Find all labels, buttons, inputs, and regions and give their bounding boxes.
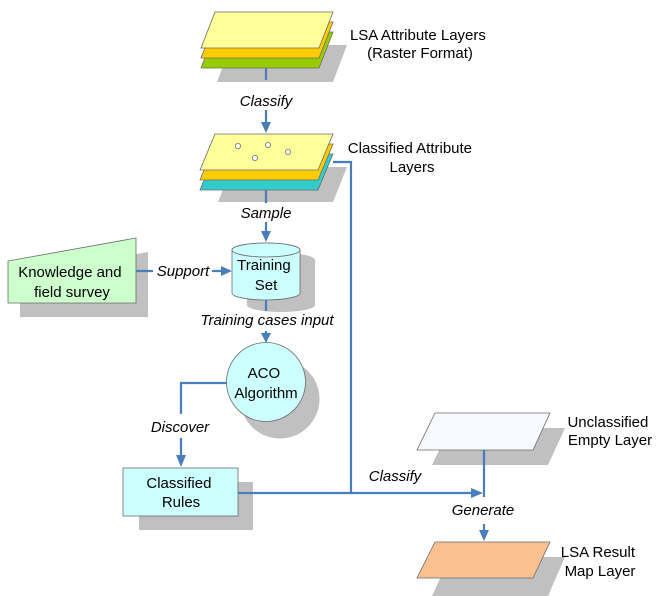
node-label: Classified Rules	[146, 475, 215, 511]
lsa-attribute-layers-stack	[200, 11, 347, 82]
edge-classify-layers: Classify	[240, 68, 294, 133]
node-label: ACO Algorithm	[234, 365, 297, 402]
yellow-raster-layer	[200, 11, 334, 49]
arrowhead	[176, 455, 186, 467]
yellow-layer	[199, 133, 334, 171]
label-line: Classified Attribute	[348, 140, 472, 157]
unclassified-empty-layer-node	[416, 412, 565, 465]
arrowhead	[471, 488, 483, 498]
sample-point	[264, 141, 271, 148]
arrowhead	[261, 122, 271, 133]
sample-point	[284, 148, 291, 155]
rect-shape	[122, 467, 239, 517]
edge-discover: Discover	[151, 381, 227, 467]
label-line: Empty Layer	[568, 432, 652, 449]
label-line: Training	[237, 257, 291, 274]
cylinder-top	[231, 242, 301, 258]
label-line: Knowledge and	[18, 264, 121, 281]
edge-label: Support	[157, 263, 210, 280]
result-layer-shape	[416, 541, 551, 579]
flow-line-classified-layers-to-junction	[333, 160, 353, 493]
classified-attribute-layers-label: Classified Attribute Layers	[348, 140, 476, 176]
edge-label: Generate	[452, 502, 515, 519]
label-line: LSA Attribute Layers	[350, 27, 486, 44]
lsa-result-map-layer-label: LSA Result Map Layer	[561, 544, 639, 580]
label-line: Map Layer	[565, 563, 636, 580]
label-line: Rules	[162, 494, 200, 511]
edge-classify-rules: Classify	[238, 468, 483, 498]
label-line: Set	[255, 277, 278, 294]
node-label: Knowledge and field survey	[18, 264, 126, 301]
training-set-node: Training Set	[231, 242, 315, 312]
label-line: Unclassified	[567, 414, 648, 431]
flow-line	[179, 381, 227, 414]
label-line: Classified	[146, 475, 211, 492]
arrowhead	[261, 231, 271, 242]
edge-training-cases-input: Training cases input	[200, 300, 334, 343]
sample-point	[234, 142, 241, 149]
arrowhead	[261, 333, 271, 343]
edge-label: Discover	[151, 419, 210, 436]
edge-label: Training cases input	[200, 312, 334, 329]
edge-sample: Sample	[241, 190, 292, 242]
edge-label: Sample	[241, 205, 292, 222]
lsa-attribute-layers-label: LSA Attribute Layers (Raster Format)	[350, 27, 490, 62]
arrowhead	[479, 530, 489, 541]
edge-label: Classify	[369, 468, 423, 485]
label-line: Algorithm	[234, 385, 297, 402]
classified-rules-node: Classified Rules	[122, 467, 253, 530]
aco-algorithm-node: ACO Algorithm	[226, 342, 320, 439]
label-line: (Raster Format)	[367, 45, 473, 62]
sample-point	[251, 154, 258, 161]
edge-generate: Generate	[452, 450, 515, 541]
knowledge-field-survey-node: Knowledge and field survey	[7, 237, 148, 317]
edge-support: Support	[136, 263, 232, 280]
label-line: field survey	[34, 284, 110, 301]
edge-label: Classify	[240, 93, 294, 110]
label-line: LSA Result	[561, 544, 636, 561]
arrowhead	[221, 266, 232, 276]
lsa-result-map-layer-node	[416, 541, 565, 596]
manual-input-shape	[7, 237, 137, 304]
circle-shape	[226, 342, 306, 422]
node-label: Training Set	[237, 257, 295, 294]
classified-attribute-layers-stack	[199, 133, 347, 202]
unclassified-empty-layer-label: Unclassified Empty Layer	[567, 414, 652, 449]
label-line: Layers	[389, 159, 434, 176]
label-line: ACO	[248, 365, 281, 382]
empty-layer-shape	[416, 412, 551, 451]
